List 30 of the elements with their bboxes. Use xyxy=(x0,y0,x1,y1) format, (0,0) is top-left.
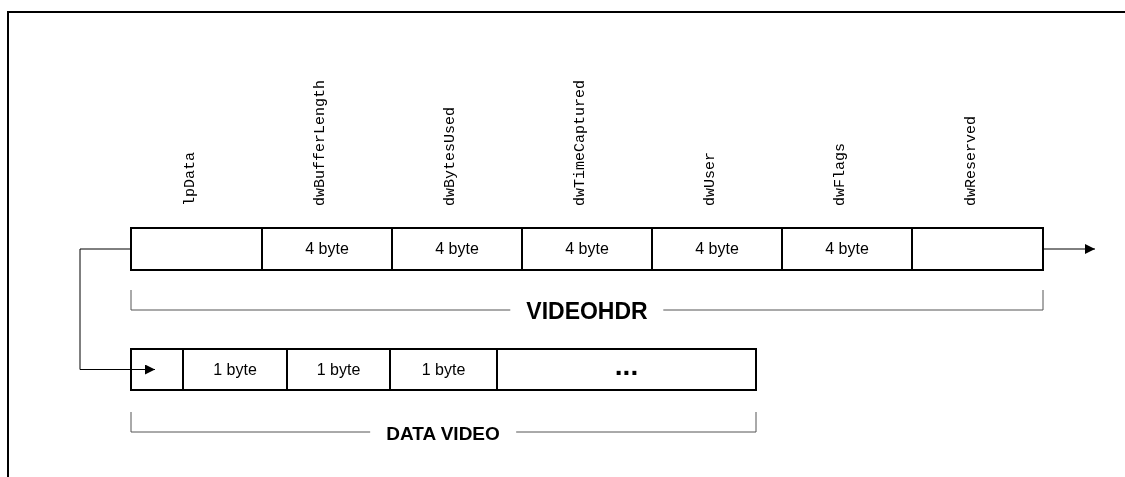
empty-field-cell xyxy=(130,227,263,271)
field-name-label: dwReserved xyxy=(963,116,979,206)
byte-size-text: 4 byte xyxy=(695,239,739,259)
byte-size-text: 4 byte xyxy=(565,239,609,259)
field-name-label: lpData xyxy=(182,152,198,206)
field-cell xyxy=(389,348,498,391)
empty-field-cell xyxy=(130,348,184,391)
field-cell xyxy=(286,348,391,391)
byte-size-text: 1 byte xyxy=(213,359,257,380)
ellipsis-text: ... xyxy=(614,351,639,383)
byte-size-text: 1 byte xyxy=(316,359,361,380)
field-cell xyxy=(261,227,393,271)
field-cell xyxy=(651,227,783,271)
field-name-label: dwTimeCaptured xyxy=(573,79,588,206)
field-name-label: dwUser xyxy=(703,152,718,206)
arrow xyxy=(1042,244,1096,254)
field-name-label: dwBytesUsed xyxy=(443,106,458,206)
byte-size-text: 4 byte xyxy=(435,239,479,259)
byte-size-text: 4 byte xyxy=(305,239,349,259)
byte-size-text: 1 byte xyxy=(421,359,466,380)
byte-size-text: 4 byte xyxy=(825,239,869,259)
arrow xyxy=(79,248,156,375)
field-cell xyxy=(391,227,523,271)
field-cell xyxy=(182,348,288,391)
field-name-label: dwBufferLength xyxy=(313,79,328,206)
field-name-label: dwFlags xyxy=(833,143,848,206)
empty-field-cell xyxy=(911,227,1044,271)
field-cell xyxy=(781,227,913,271)
field-cell xyxy=(496,348,757,391)
field-cell xyxy=(521,227,653,271)
